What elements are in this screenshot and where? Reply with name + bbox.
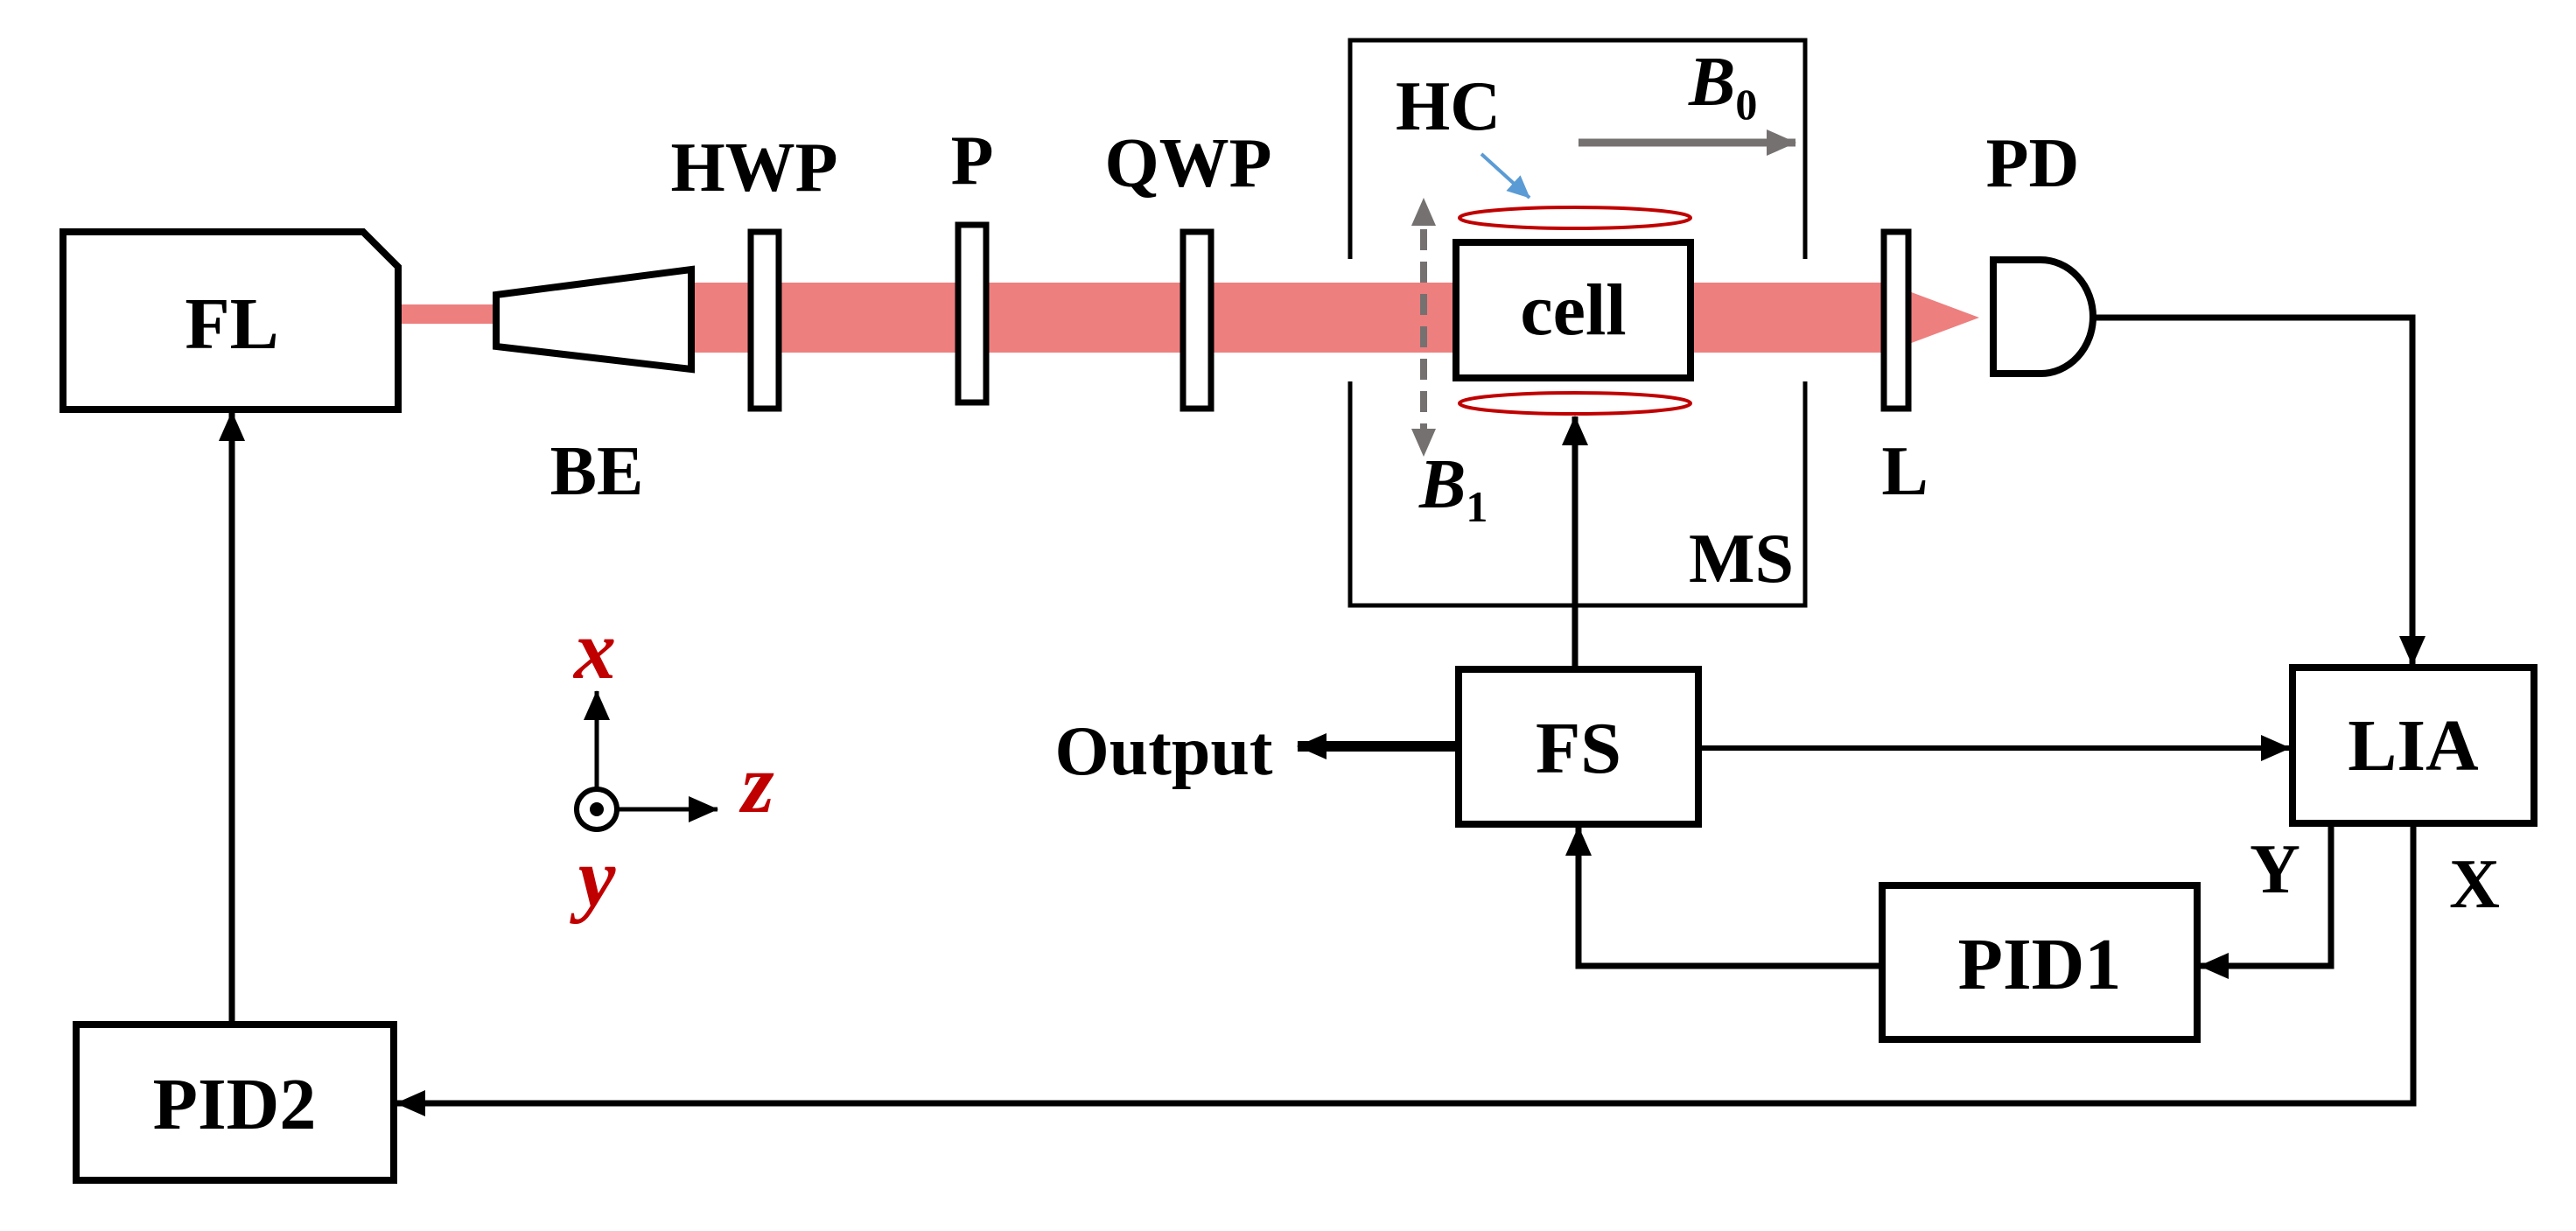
- lia-label: LIA: [2348, 705, 2479, 787]
- axis-x-label: x: [572, 603, 616, 696]
- pid2-box: [73, 1021, 397, 1184]
- pid1-label: PID1: [1958, 924, 2122, 1005]
- wire-pd-to-lia: [2093, 314, 2426, 666]
- beam-expander: [493, 265, 695, 374]
- pd-label: PD: [1986, 125, 2080, 202]
- wire-pid1-to-fs: [1565, 826, 1882, 969]
- photodiode: [1990, 256, 2096, 377]
- y-out-label: Y: [2250, 831, 2300, 908]
- hwp-label: HWP: [670, 129, 837, 206]
- b0-label: B0: [1688, 44, 1757, 129]
- b0-subscript: 0: [1735, 80, 1757, 129]
- b1-arrowhead-up: [1411, 198, 1436, 226]
- b0-base: B: [1688, 44, 1735, 121]
- fs-box: [1455, 666, 1702, 828]
- qwp-label: QWP: [1104, 125, 1271, 202]
- hc-pointer-arrow: [1480, 152, 1531, 199]
- p-label: P: [951, 122, 994, 199]
- hwp-plate: [747, 228, 782, 412]
- axis-y-label: y: [570, 830, 616, 924]
- ms-label: MS: [1689, 521, 1794, 598]
- coil-bottom: [1458, 391, 1692, 416]
- p-plate: [955, 221, 990, 406]
- wire-lia-y-to-pid1: [2199, 823, 2334, 979]
- vapor-cell: [1452, 239, 1694, 381]
- l-label: L: [1881, 433, 1928, 510]
- wire-lia-x-to-pid2: [396, 823, 2417, 1116]
- b1-base: B: [1418, 446, 1466, 523]
- coil-top: [1458, 206, 1692, 230]
- pid2-label: PID2: [153, 1064, 317, 1145]
- hc-label: HC: [1396, 68, 1501, 145]
- b1-label: B1: [1418, 446, 1488, 531]
- beam-wide: [691, 283, 1886, 353]
- pid1-box: [1879, 882, 2201, 1043]
- beam-narrow: [401, 304, 497, 324]
- coordinate-axes: x z y: [570, 603, 774, 924]
- ms-frame-upper: [1348, 38, 1808, 259]
- x-out-label: X: [2449, 846, 2500, 923]
- fl-box: [60, 228, 402, 413]
- b1-subscript: 1: [1466, 482, 1488, 531]
- axis-z-label: z: [738, 737, 774, 830]
- fs-label: FS: [1536, 708, 1621, 789]
- lia-box: [2289, 664, 2538, 827]
- output-label: Output: [1055, 713, 1273, 790]
- lens-plate: [1880, 228, 1912, 412]
- be-label: BE: [550, 433, 644, 510]
- qwp-plate: [1180, 228, 1214, 412]
- fl-label: FL: [185, 283, 278, 365]
- cell-label: cell: [1520, 269, 1626, 351]
- b1-arrowhead-down: [1411, 429, 1436, 457]
- axis-y-dot: [590, 802, 604, 816]
